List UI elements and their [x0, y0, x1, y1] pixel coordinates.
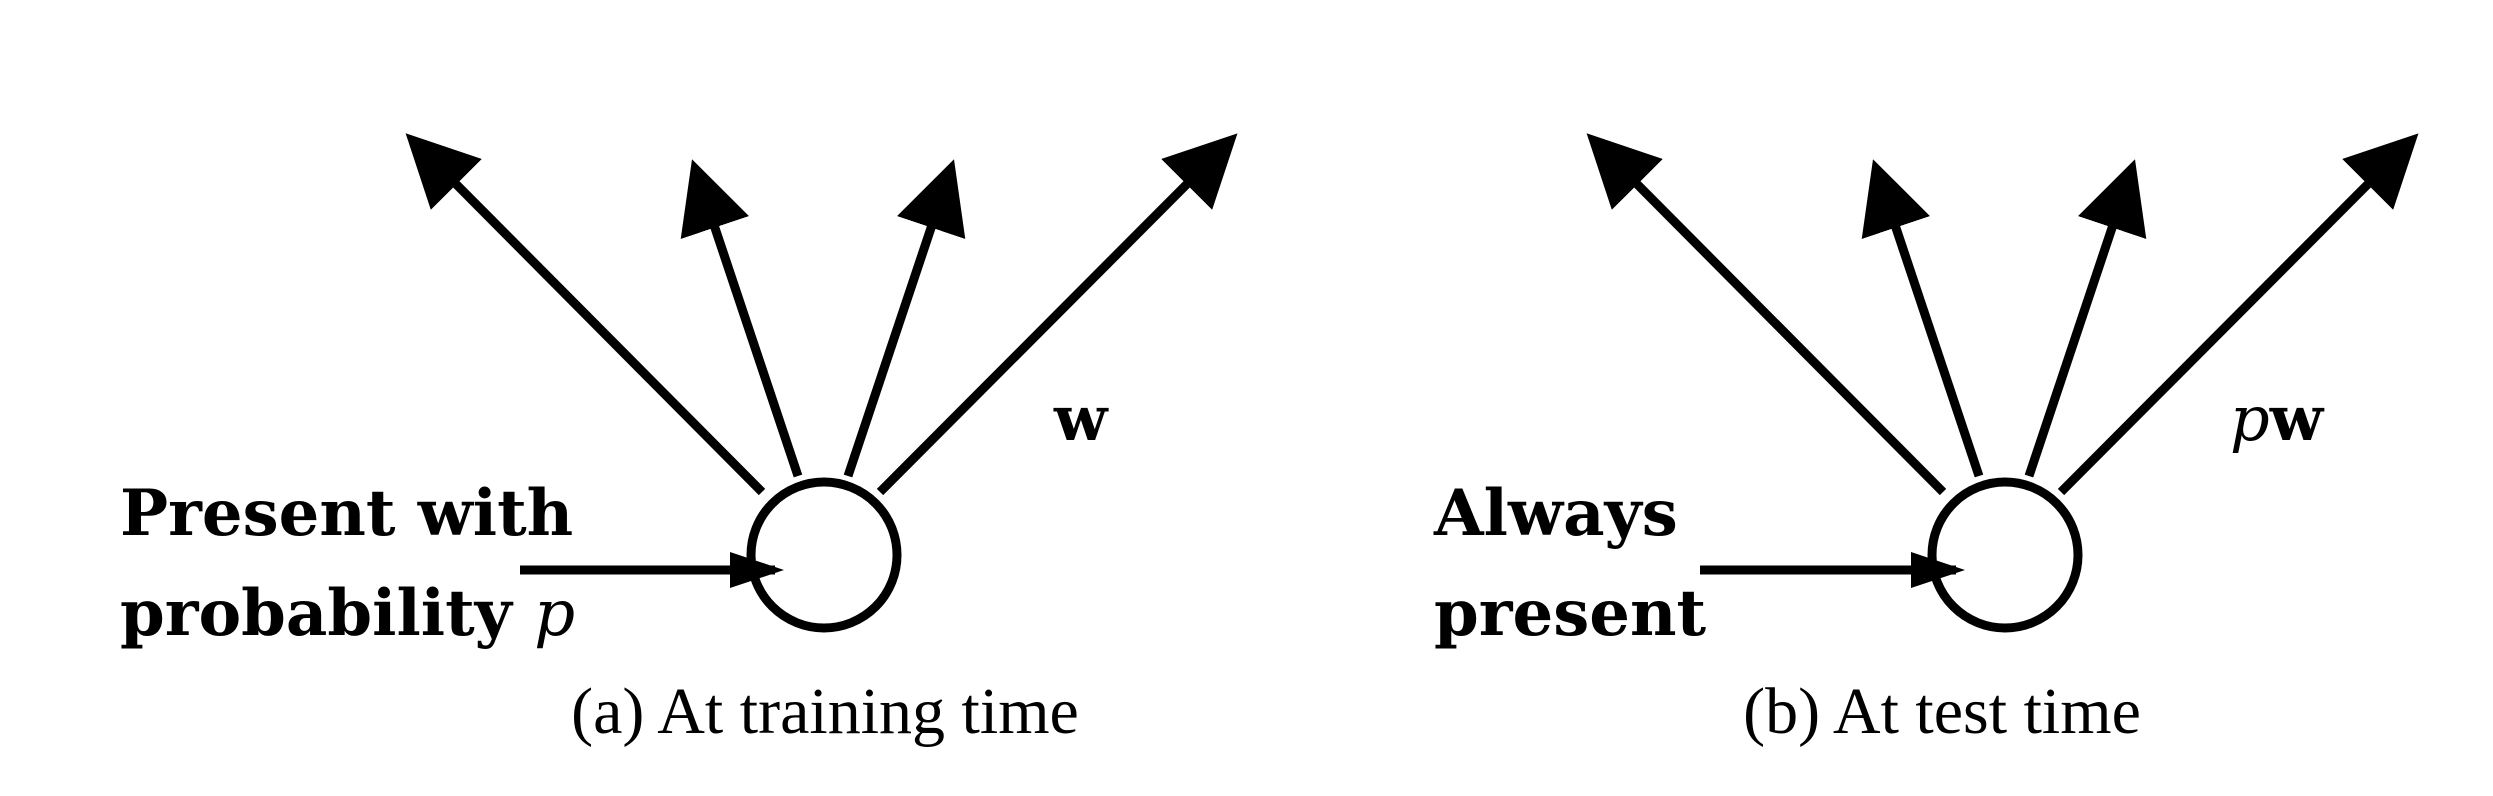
panel-a: w Present with probability p (a) At trai… — [120, 133, 1238, 748]
presence-label-line2: present — [1434, 576, 1706, 651]
presence-label-line1: Always — [1433, 476, 1678, 551]
weight-label: pw — [2230, 382, 2325, 455]
output-arrow-3 — [843, 159, 966, 478]
output-arrow-1 — [1586, 133, 1947, 496]
panel-b: pw Always present (b) At test time — [1433, 133, 2419, 748]
output-arrow-4 — [876, 133, 1238, 496]
presence-label-line2: probability p — [120, 576, 575, 651]
output-arrow-3 — [2024, 159, 2147, 478]
output-arrow-4 — [2057, 133, 2419, 496]
neuron-unit — [1927, 477, 2083, 633]
caption-b: (b) At test time — [1743, 675, 2141, 748]
caption-a: (a) At training time — [571, 675, 1079, 748]
neuron-unit — [746, 477, 902, 633]
output-arrow-2 — [1861, 159, 1984, 478]
weight-label: w — [1053, 382, 1109, 455]
output-arrow-1 — [405, 133, 766, 496]
presence-label-line1: Present with — [120, 476, 573, 551]
output-arrow-2 — [680, 159, 803, 478]
